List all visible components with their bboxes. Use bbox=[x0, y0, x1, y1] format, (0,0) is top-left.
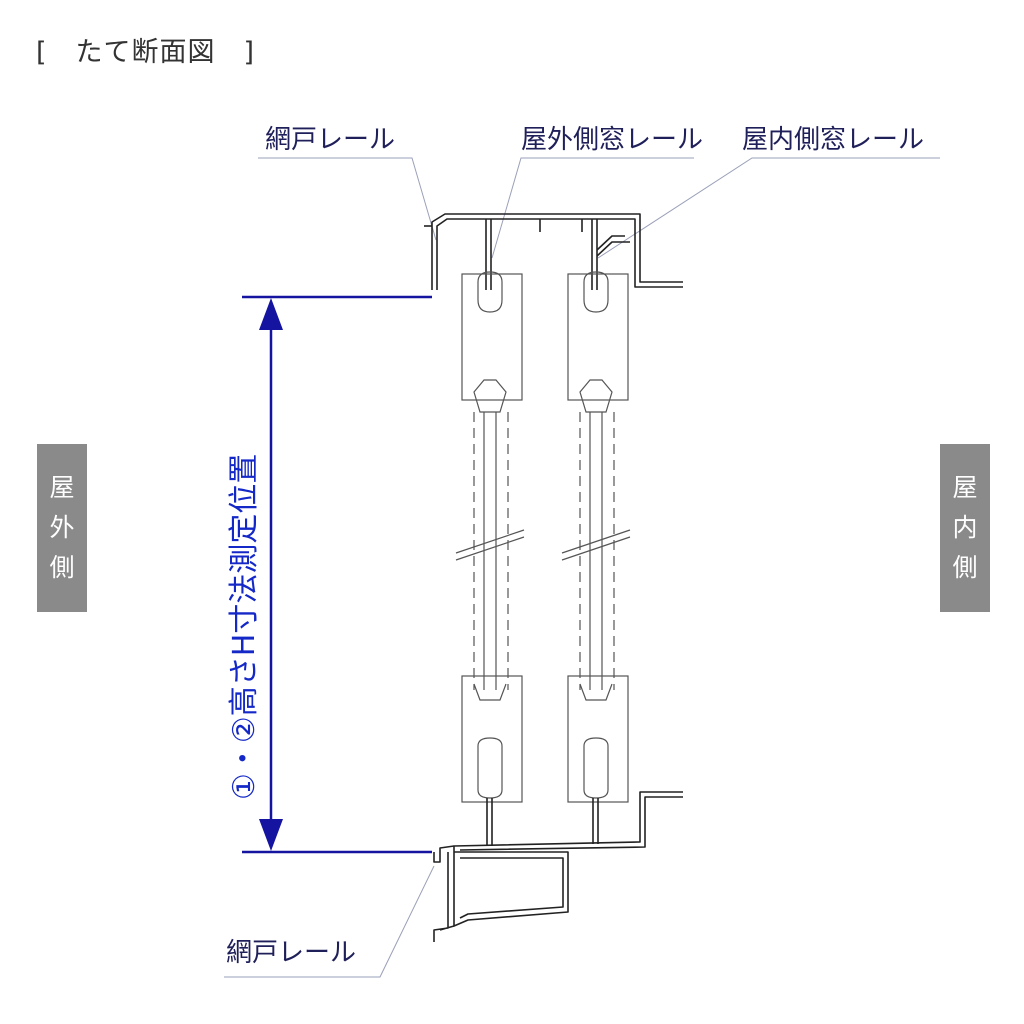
inner-sash-bottom-stile bbox=[567, 675, 629, 803]
outer-sash bbox=[455, 271, 525, 803]
dimension-arrow-top bbox=[259, 298, 283, 330]
bottom-frame-body-inner bbox=[459, 857, 564, 919]
bottom-frame bbox=[433, 791, 683, 942]
outer-sash-glazing-bead-top bbox=[473, 379, 507, 413]
dimension-label: ①・②高さH寸法測定位置 bbox=[227, 454, 262, 800]
top-frame-inner bbox=[436, 218, 683, 290]
dimension-arrow-bottom bbox=[259, 819, 283, 851]
leader-inner-window-rail bbox=[597, 157, 940, 259]
outer-sash-top-slot bbox=[477, 271, 503, 313]
indoor-side-char-1: 屋 bbox=[952, 473, 978, 502]
label-outer-window-rail: 屋外側窓レール bbox=[521, 125, 703, 155]
top-frame bbox=[424, 213, 683, 290]
bottom-frame-outer-wall bbox=[433, 852, 455, 942]
page-title: [ たて断面図 ] bbox=[36, 37, 256, 68]
outer-rail-fin bbox=[485, 219, 492, 290]
indoor-side-char-2: 内 bbox=[952, 513, 978, 542]
leader-outer-window-rail bbox=[491, 157, 694, 259]
leader-lines bbox=[224, 157, 940, 978]
frame-divider bbox=[539, 219, 583, 232]
leader-screen-rail-bottom bbox=[224, 865, 435, 978]
bottom-frame-step-inner bbox=[459, 796, 683, 851]
label-inner-window-rail: 屋内側窓レール bbox=[742, 125, 924, 155]
leader-screen-rail-top bbox=[258, 157, 437, 241]
outer-rail-post bbox=[486, 798, 493, 846]
inner-rail-post bbox=[592, 798, 599, 844]
bottom-frame-step bbox=[453, 791, 683, 852]
outdoor-side-char-1: 屋 bbox=[49, 473, 75, 502]
top-frame-outer bbox=[431, 213, 683, 290]
outer-sash-glass-mid bbox=[483, 412, 497, 690]
label-screen-rail-top: 網戸レール bbox=[265, 125, 395, 155]
outer-sash-break bbox=[455, 529, 525, 561]
outdoor-side-char-3: 側 bbox=[49, 553, 75, 582]
inner-sash-glazing-bead-bottom bbox=[579, 683, 613, 701]
inner-rail-hook bbox=[596, 235, 630, 257]
indoor-side-char-3: 側 bbox=[952, 553, 978, 582]
label-screen-rail-bottom: 網戸レール bbox=[226, 938, 356, 968]
outer-sash-top-stile bbox=[461, 273, 523, 401]
inner-sash-break bbox=[561, 529, 631, 561]
inner-sash-top-stile bbox=[567, 273, 629, 401]
inner-rail-fin bbox=[591, 219, 598, 290]
indoor-side-tag: 屋 内 側 bbox=[940, 444, 990, 612]
inner-sash-glazing-bead-top bbox=[579, 379, 613, 413]
screen-rail-bottom-lip bbox=[433, 845, 455, 863]
bottom-frame-body bbox=[453, 851, 569, 927]
height-dimension bbox=[242, 295, 432, 854]
inner-sash bbox=[561, 271, 631, 803]
inner-sash-roller bbox=[583, 737, 609, 799]
outer-sash-roller bbox=[477, 737, 503, 799]
outdoor-side-char-2: 外 bbox=[49, 513, 75, 542]
outer-sash-glazing-bead-bottom bbox=[473, 683, 507, 701]
outer-sash-bottom-stile bbox=[461, 675, 523, 803]
inner-sash-glass-mid bbox=[589, 412, 603, 690]
outdoor-side-tag: 屋 外 側 bbox=[37, 444, 87, 612]
inner-sash-top-slot bbox=[583, 271, 609, 313]
